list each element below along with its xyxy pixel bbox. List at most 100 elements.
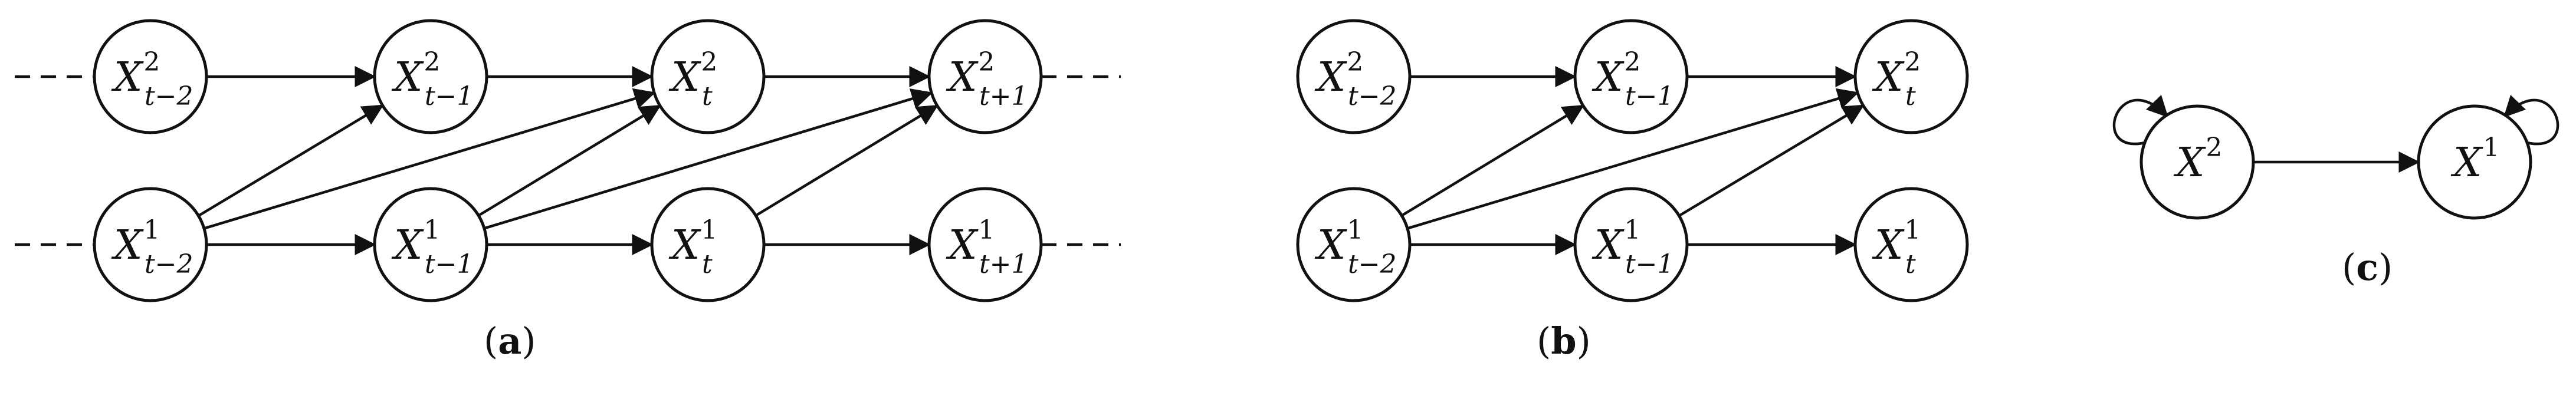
node-label-var: X (1591, 54, 1625, 101)
node-label-sup: 1 (1624, 215, 1640, 245)
node-a-x2-tm2: X2 t−2 (93, 19, 208, 134)
node-label: X1 t−1 (391, 215, 474, 279)
panel-caption-letter: a (498, 319, 521, 362)
node-circle (1296, 19, 1412, 134)
node-label-sup: 2 (424, 47, 440, 77)
node-b-x1-t: X1 t (1853, 187, 1969, 302)
node-circle (650, 19, 766, 134)
node-label-sub: t (702, 249, 713, 279)
node-label-sup: 2 (1904, 47, 1921, 77)
node-circle (1296, 187, 1412, 302)
node-label-sup: 1 (424, 215, 440, 245)
node-label-sup: 2 (978, 47, 995, 77)
node-circle (93, 187, 208, 302)
node-circle (1853, 19, 1969, 134)
node-label: X2 t (1872, 47, 1921, 111)
node-label: X1 t (668, 215, 717, 279)
edge-arrow (1401, 104, 1584, 217)
node-label-var: X (111, 222, 144, 269)
node-label-var: X (1591, 222, 1625, 269)
node-a-x1-tm1: X1 t−1 (373, 187, 488, 302)
node-b-x2-tm1: X2 t−1 (1573, 19, 1689, 134)
node-label-sup: 2 (701, 47, 717, 77)
node-label: X2 t−1 (1591, 47, 1674, 111)
node-label-sup: 1 (978, 215, 995, 245)
node-a-x1-tm2: X1 t−2 (93, 187, 208, 302)
node-label-var: X (1872, 222, 1905, 269)
node-b-x1-tm1: X1 t−1 (1573, 187, 1689, 302)
node-label-sub: t (702, 81, 713, 111)
node-label-var: X (668, 222, 701, 269)
node-label-sub: t−2 (145, 81, 193, 111)
node-label: X1 t−2 (1314, 215, 1397, 279)
edge-arrow (755, 104, 938, 217)
edge-arrow (478, 104, 661, 217)
edge-arrow (1678, 104, 1865, 217)
node-label-var: X (391, 222, 424, 269)
node-label-sup: 2 (143, 47, 160, 77)
node-label-sup: 1 (701, 215, 717, 245)
node-label-var: X (946, 222, 979, 269)
node-label: X1 (2450, 133, 2499, 186)
node-circle (927, 19, 1043, 134)
node-label: X1 t+1 (946, 215, 1028, 279)
edge-arrow (204, 88, 656, 230)
node-label-sub: t+1 (979, 249, 1028, 279)
node-circle (373, 19, 488, 134)
node-label-sub: t−1 (1625, 81, 1674, 111)
node-label-sub: t−1 (1625, 249, 1674, 279)
node-label-var: X (111, 54, 144, 101)
node-label-sub: t−1 (425, 249, 474, 279)
node-circle (1853, 187, 1969, 302)
node-circle (1573, 187, 1689, 302)
node-label-sub: t−2 (1348, 81, 1397, 111)
node-label-var: X (2173, 140, 2206, 186)
node-label-sup: 2 (1347, 47, 1363, 77)
node-label-var: X (1872, 54, 1905, 101)
edge-arrow (1407, 88, 1859, 230)
node-label: X2 t−2 (111, 47, 193, 111)
node-label-var: X (1314, 222, 1347, 269)
edge-arrow (198, 104, 384, 217)
node-label: X1 t (1872, 215, 1921, 279)
node-label-sub: t+1 (979, 81, 1028, 111)
node-circle (927, 187, 1043, 302)
panel-caption-c: (c) (2342, 246, 2393, 289)
node-label-var: X (2450, 140, 2483, 186)
self-loop-arrow (2503, 94, 2559, 146)
node-label-sup: 1 (1347, 215, 1363, 245)
node-label-sup: 1 (1904, 215, 1921, 245)
self-loop-arrow (2112, 94, 2168, 146)
panel-caption-letter: b (1551, 319, 1576, 362)
node-b-x1-tm2: X1 t−2 (1296, 187, 1412, 302)
node-label-var: X (1314, 54, 1347, 101)
node-label-sup: 2 (2206, 133, 2222, 163)
node-c-x1: X1 (2417, 104, 2532, 220)
node-label-sub: t (1905, 81, 1916, 111)
node-label-sub: t (1905, 249, 1916, 279)
edge-arrow (484, 88, 933, 230)
node-label-var: X (668, 54, 701, 101)
node-circle (1573, 19, 1689, 134)
node-label: X2 t (668, 47, 717, 111)
node-label-sub: t−2 (145, 249, 193, 279)
node-circle (93, 19, 208, 134)
node-label: X2 (2173, 133, 2222, 186)
node-circle (373, 187, 488, 302)
node-b-x2-tm2: X2 t−2 (1296, 19, 1412, 134)
panel-caption-a: (a) (484, 319, 536, 362)
node-label: X2 t−2 (1314, 47, 1397, 111)
node-c-x2: X2 (2139, 104, 2255, 220)
node-label-sub: t−1 (425, 81, 474, 111)
node-a-x1-tp1: X1 t+1 (927, 187, 1043, 302)
node-b-x2-t: X2 t (1853, 19, 1969, 134)
node-circle (650, 187, 766, 302)
node-a-x1-t: X1 t (650, 187, 766, 302)
node-label-sub: t−2 (1348, 249, 1397, 279)
node-label-sup: 1 (143, 215, 160, 245)
node-label: X1 t−1 (1591, 215, 1674, 279)
node-label-sup: 2 (1624, 47, 1640, 77)
